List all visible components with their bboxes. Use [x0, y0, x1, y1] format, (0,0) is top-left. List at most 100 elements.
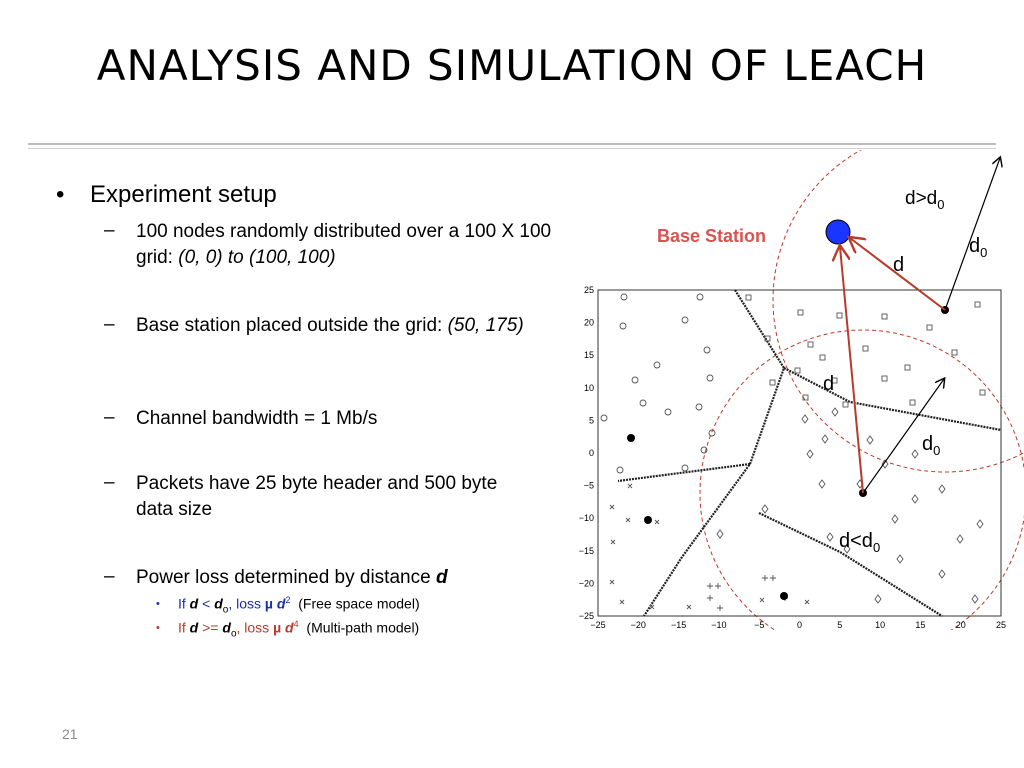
node [797, 309, 804, 316]
sub-bullet-dot: • [156, 598, 160, 610]
node [831, 377, 838, 384]
item-packets: Packets have 25 byte header and 500 byte… [136, 473, 498, 520]
range-circle-bottom [699, 329, 1024, 630]
d0-arrow-top [944, 158, 1000, 311]
sub-bullet-dot: • [156, 622, 160, 634]
bullet-dot: • [56, 181, 65, 208]
node [769, 379, 776, 386]
title-divider-thin [28, 148, 996, 149]
node [896, 554, 904, 564]
y-tick-label: 15 [584, 350, 594, 360]
node [843, 544, 851, 554]
node [695, 403, 703, 411]
x-tick-label: 10 [875, 620, 885, 630]
node [842, 401, 849, 408]
range-circle-top [772, 150, 1024, 473]
d-arrow-top [850, 238, 946, 311]
d-top-label: d [893, 254, 904, 276]
node [616, 466, 624, 474]
page-number: 21 [62, 726, 78, 742]
node [881, 313, 888, 320]
node [706, 374, 714, 382]
cluster-head [627, 434, 635, 442]
node [631, 376, 639, 384]
dash: – [104, 472, 115, 493]
node [938, 569, 946, 579]
y-tick-label: 5 [589, 415, 594, 425]
item-nodes: 100 nodes randomly distributed over a 10… [136, 221, 552, 268]
node [881, 459, 889, 469]
cluster-head [644, 516, 652, 524]
slide-title: ANALYSIS AND SIMULATION OF LEACH [96, 41, 928, 90]
node [974, 301, 981, 308]
node [664, 408, 672, 416]
cluster-boundary [758, 512, 943, 617]
node [716, 529, 724, 539]
node [801, 414, 809, 424]
node [821, 434, 829, 444]
x-tick-label: 20 [956, 620, 966, 630]
y-tick-label: −25 [579, 611, 594, 621]
cluster-head [780, 592, 788, 600]
node [874, 594, 882, 604]
x-tick-label: −5 [754, 620, 764, 630]
base-station-node [825, 219, 851, 245]
node [956, 534, 964, 544]
d0-top-label: d0 [969, 235, 987, 260]
y-tick-label: −5 [584, 481, 594, 491]
node [761, 504, 769, 514]
node [911, 494, 919, 504]
node [891, 514, 899, 524]
node [794, 367, 801, 374]
x-tick-label: 0 [797, 620, 802, 630]
node [764, 335, 771, 342]
node [866, 435, 874, 445]
item-power-loss: Power loss determined by distance d [136, 567, 448, 588]
cluster-boundary [617, 462, 751, 483]
node [926, 324, 933, 331]
d0-mid-label: d0 [922, 433, 940, 458]
x-tick-label: 15 [915, 620, 925, 630]
dash: – [104, 566, 115, 587]
node [976, 519, 984, 529]
node [818, 479, 826, 489]
x-tick-label: 25 [996, 620, 1006, 630]
x-tick-label: −15 [671, 620, 686, 630]
node [951, 349, 958, 356]
node [971, 594, 979, 604]
y-tick-label: 20 [584, 318, 594, 328]
node [619, 322, 627, 330]
node [707, 575, 788, 611]
node [819, 354, 826, 361]
free-space-model: If d < do, loss µ d2 (Free space model) [178, 595, 420, 616]
y-tick-label: 0 [589, 448, 594, 458]
item-base-station: Base station placed outside the grid: (5… [136, 315, 524, 336]
title-divider [28, 143, 996, 145]
node [653, 361, 661, 369]
node [831, 407, 839, 417]
y-tick-label: −10 [579, 513, 594, 523]
node [904, 364, 911, 371]
node [862, 345, 869, 352]
node [802, 394, 809, 401]
node [909, 399, 916, 406]
node [609, 483, 810, 610]
node [681, 464, 689, 472]
node [806, 449, 814, 459]
y-tick-label: −20 [579, 578, 594, 588]
x-tick-label: −10 [711, 620, 726, 630]
node [620, 293, 628, 301]
cluster-boundary [783, 367, 1002, 432]
bullet-experiment-setup: Experiment setup [90, 181, 277, 208]
node [708, 429, 716, 437]
cluster-boundary [643, 289, 786, 617]
node [836, 312, 843, 319]
y-tick-label: −15 [579, 546, 594, 556]
x-tick-label: 5 [837, 620, 842, 630]
x-tick-label: −20 [631, 620, 646, 630]
far-label: d>d0 [905, 188, 944, 212]
node [826, 532, 834, 542]
dash: – [104, 220, 115, 241]
